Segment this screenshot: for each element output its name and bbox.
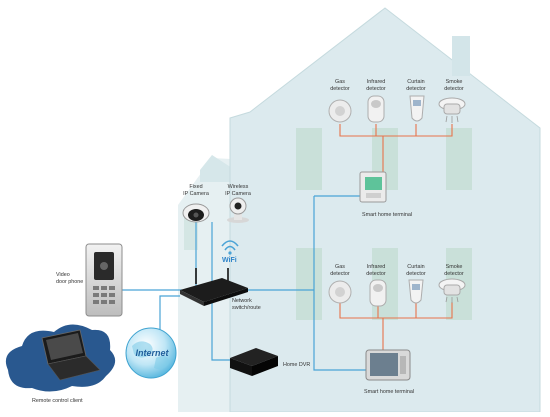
lower-curtain-label-2: detector	[406, 271, 426, 277]
internet-globe: Internet	[125, 327, 177, 379]
fixed-ip-camera: Fixed IP Camera	[182, 184, 210, 223]
lower-smoke-label-2: detector	[444, 271, 464, 277]
fixed-camera-label-1: Fixed	[189, 184, 202, 190]
upper-gas-label-2: detector	[330, 86, 350, 92]
lower-smoke-label-1: Smoke	[446, 264, 463, 270]
home-dvr-label: Home DVR	[283, 362, 310, 368]
wifi-label: WiFi	[222, 257, 237, 264]
upper-curtain-detector: Curtain detector	[406, 79, 426, 122]
lower-smoke-detector: Smoke detector	[438, 264, 466, 303]
switch-label-1: Network	[232, 298, 252, 304]
lower-curtain-detector: Curtain detector	[406, 264, 426, 304]
network-switch-router: Network switch/route	[180, 268, 261, 311]
upper-curtain-label-1: Curtain	[407, 79, 424, 85]
upper-infrared-detector: Infrared detector	[366, 79, 386, 123]
door-phone-label-1: Video	[56, 272, 70, 278]
wireless-ip-camera: Wireless IP Camera	[225, 184, 251, 223]
video-door-phone: Video door phone	[56, 243, 123, 317]
upper-gas-label-1: Gas	[335, 79, 345, 85]
upper-infrared-label-1: Infrared	[367, 79, 386, 85]
lower-curtain-label-1: Curtain	[407, 264, 424, 270]
lower-infrared-label-2: detector	[366, 271, 386, 277]
upper-infrared-label-2: detector	[366, 86, 386, 92]
home-dvr: Home DVR	[230, 348, 310, 376]
upper-smart-home-terminal: Smart home terminal	[359, 171, 412, 218]
lower-smart-home-terminal: Smart home terminal	[364, 349, 414, 395]
lower-gas-label-2: detector	[330, 271, 350, 277]
lower-infrared-detector: Infrared detector	[366, 264, 387, 307]
lower-gas-detector: Gas detector	[328, 264, 352, 304]
lower-terminal-label: Smart home terminal	[364, 389, 414, 395]
switch-label-2: switch/route	[232, 305, 261, 311]
upper-smoke-label-2: detector	[444, 86, 464, 92]
wireless-camera-label-1: Wireless	[228, 184, 249, 190]
lower-infrared-label-1: Infrared	[367, 264, 386, 270]
door-phone-label-2: door phone	[56, 279, 83, 285]
upper-terminal-label: Smart home terminal	[362, 212, 412, 218]
upper-detector-wiring	[339, 124, 453, 172]
lower-gas-label-1: Gas	[335, 264, 345, 270]
internet-label: Internet	[135, 348, 169, 358]
fixed-camera-label-2: IP Camera	[183, 191, 209, 197]
remote-client-label: Remote control client	[32, 398, 83, 404]
laptop-icon	[41, 329, 101, 381]
lower-detector-wiring	[339, 302, 453, 350]
upper-gas-detector: Gas detector	[328, 79, 352, 123]
upper-smoke-label-1: Smoke	[446, 79, 463, 85]
upper-smoke-detector: Smoke detector	[438, 79, 466, 123]
wifi-icon: WiFi	[221, 240, 239, 264]
upper-curtain-label-2: detector	[406, 86, 426, 92]
wireless-camera-label-2: IP Camera	[225, 191, 251, 197]
